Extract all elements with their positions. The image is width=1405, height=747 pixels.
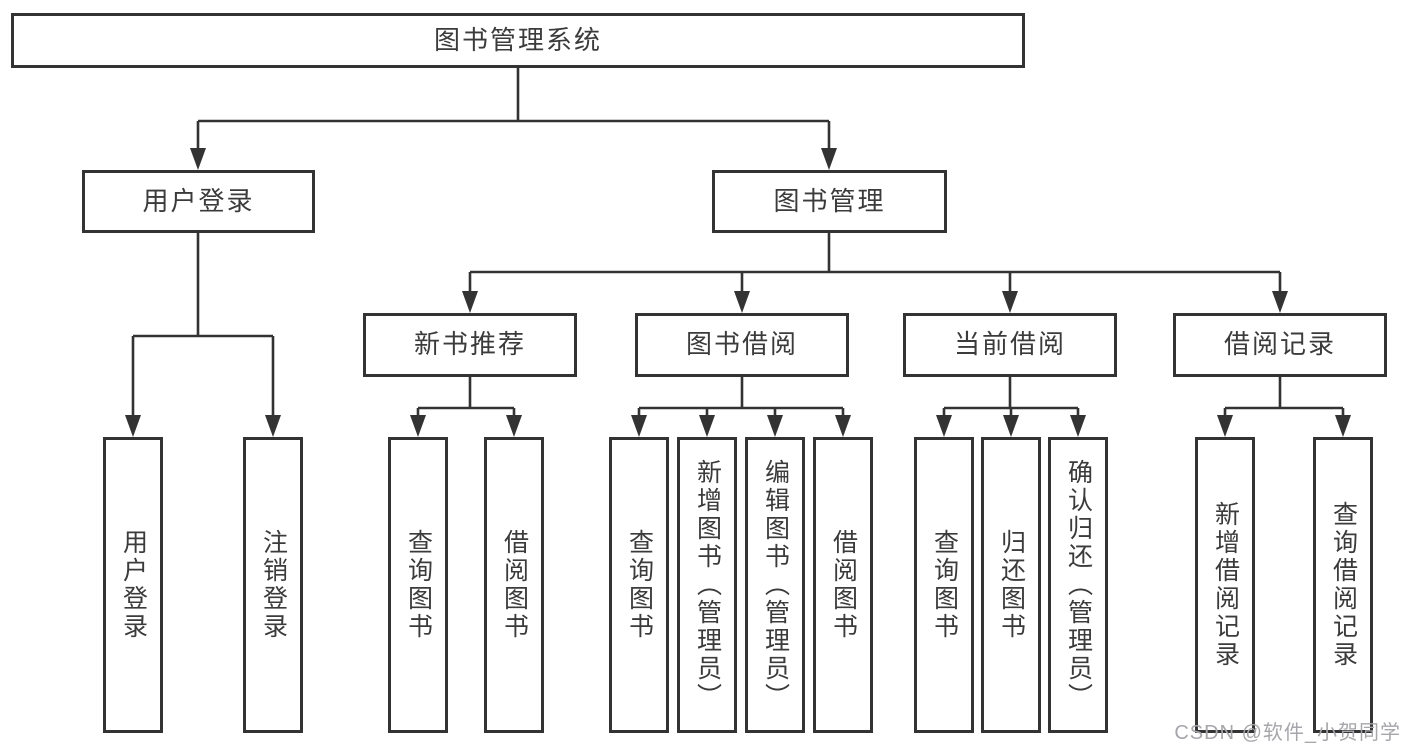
leaf-query-books-current: 查询图书 (914, 437, 974, 733)
node-book-borrowing: 图书借阅 (635, 313, 849, 377)
connector-paths (131, 68, 1345, 417)
leaf-return-books: 归还图书 (981, 437, 1041, 733)
leaf-confirm-return-admin: 确认归还（管理员） (1048, 437, 1108, 733)
leaf-logout: 注销登录 (243, 437, 303, 733)
leaf-edit-books-admin: 编辑图书（管理员） (745, 437, 805, 733)
node-new-book-recommendation: 新书推荐 (363, 313, 577, 377)
arrowheads (125, 148, 1351, 437)
node-borrowing-records: 借阅记录 (1173, 313, 1387, 377)
leaf-query-books-borrow: 查询图书 (609, 437, 669, 733)
node-book-management: 图书管理 (712, 170, 947, 233)
node-user-login: 用户登录 (82, 170, 315, 233)
node-library-management-system: 图书管理系统 (11, 13, 1025, 68)
leaf-borrow-books: 借阅图书 (813, 437, 873, 733)
leaf-add-borrow-record: 新增借阅记录 (1195, 437, 1255, 733)
node-current-borrowing: 当前借阅 (903, 313, 1117, 377)
leaf-user-login: 用户登录 (103, 437, 163, 733)
leaf-add-books-admin: 新增图书（管理员） (677, 437, 737, 733)
watermark: CSDN @软件_小贺同学 (1174, 722, 1401, 744)
leaf-query-books-recommend: 查询图书 (388, 437, 448, 733)
leaf-borrow-books-recommend: 借阅图书 (484, 437, 544, 733)
leaf-query-borrow-record: 查询借阅记录 (1313, 437, 1373, 733)
